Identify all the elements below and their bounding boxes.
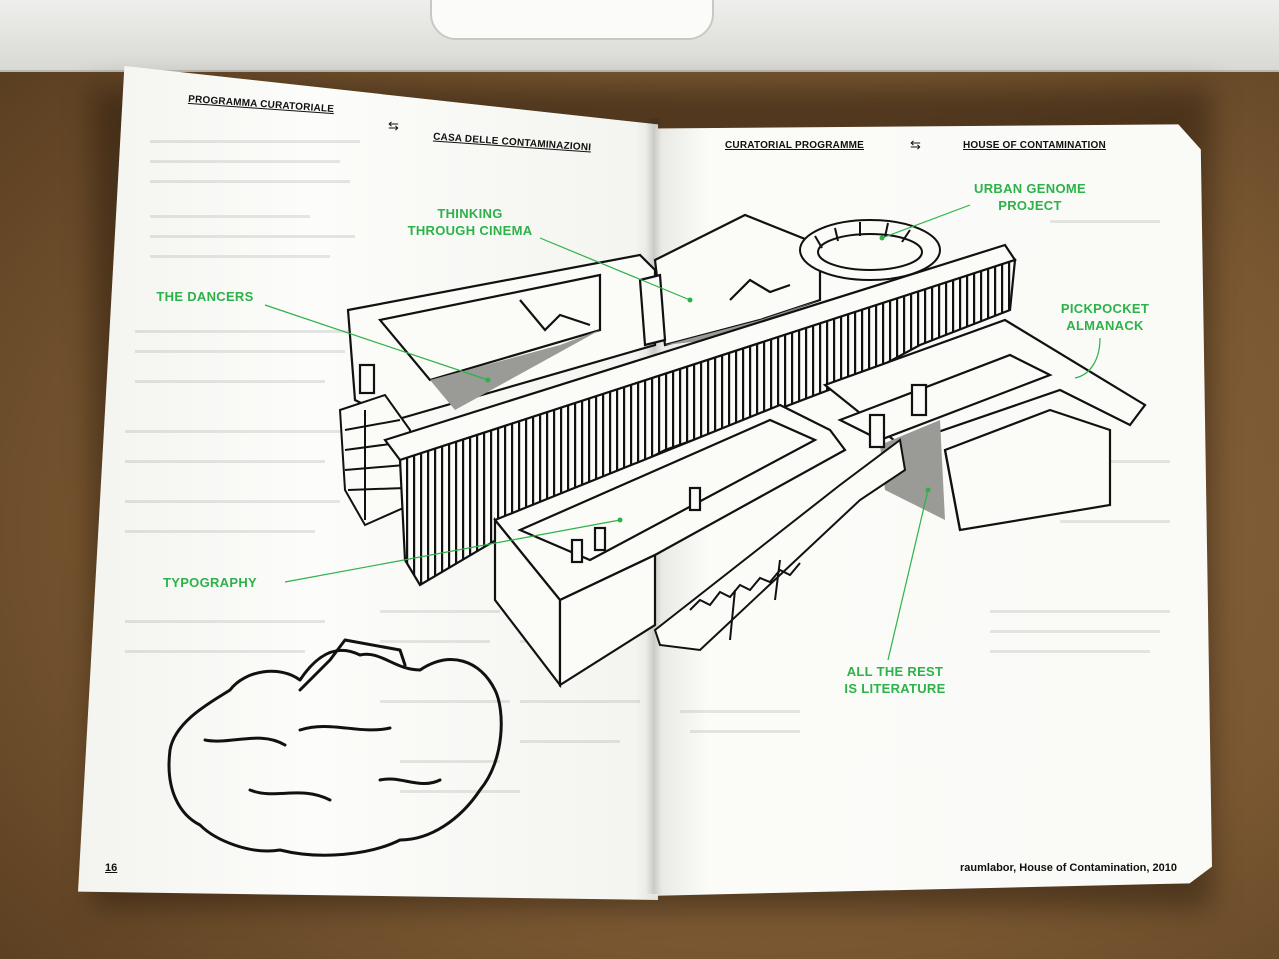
label-line: ALMANACK (1050, 317, 1160, 334)
label-urban-genome-project: URBAN GENOME PROJECT (960, 180, 1100, 214)
label-line: URBAN GENOME (960, 180, 1100, 197)
label-thinking-through-cinema: THINKING THROUGH CINEMA (400, 205, 540, 239)
label-typography: TYPOGRAPHY (145, 574, 275, 591)
pillar (640, 275, 665, 345)
label-line: ALL THE REST (825, 663, 965, 680)
label-line: THINKING (400, 205, 540, 222)
label-line: PROJECT (960, 197, 1100, 214)
label-line: PICKPOCKET (1050, 300, 1160, 317)
label-line: IS LITERATURE (825, 680, 965, 697)
label-pickpocket-almanack: PICKPOCKET ALMANACK (1050, 300, 1160, 334)
label-the-dancers: THE DANCERS (140, 288, 270, 305)
image-credit: raumlabor, House of Contamination, 2010 (960, 862, 1177, 874)
label-all-the-rest-is-literature: ALL THE REST IS LITERATURE (825, 663, 965, 697)
label-line: THROUGH CINEMA (400, 222, 540, 239)
page-number: 16 (105, 862, 117, 874)
island-rock (169, 640, 501, 855)
